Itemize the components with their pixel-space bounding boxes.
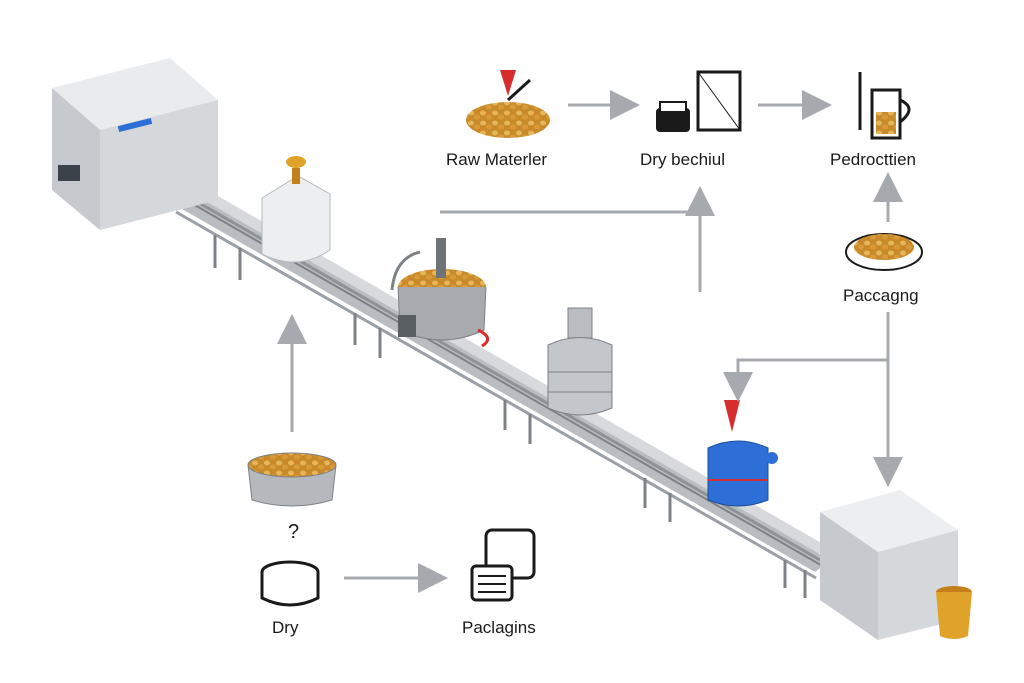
label-packaging-left: Paclagins	[462, 618, 536, 637]
bucket-icon	[936, 586, 972, 639]
output-machine	[820, 490, 958, 640]
label-production: Pedrocttien	[830, 150, 916, 169]
plate-icon	[845, 233, 923, 271]
grain-pile-icon	[466, 70, 550, 138]
flow-arrows	[277, 90, 903, 593]
label-raw-material: Raw Materler	[446, 150, 548, 169]
jug-icon	[858, 72, 911, 140]
drum-icon: ?	[260, 521, 320, 607]
grain-cooker	[390, 238, 490, 348]
intake-machine	[52, 58, 218, 230]
dryer-icon	[656, 70, 742, 132]
hopper-tank	[261, 156, 331, 263]
blue-barrel	[707, 400, 778, 507]
svg-text:?: ?	[288, 521, 299, 543]
label-dry-chute: Dry bechiul	[640, 150, 726, 169]
label-dry: Dry	[272, 618, 299, 637]
steel-drum	[547, 307, 613, 416]
pot-icon	[247, 452, 337, 507]
package-icon	[470, 528, 536, 602]
label-packaging-right: Paccagng	[843, 286, 919, 305]
